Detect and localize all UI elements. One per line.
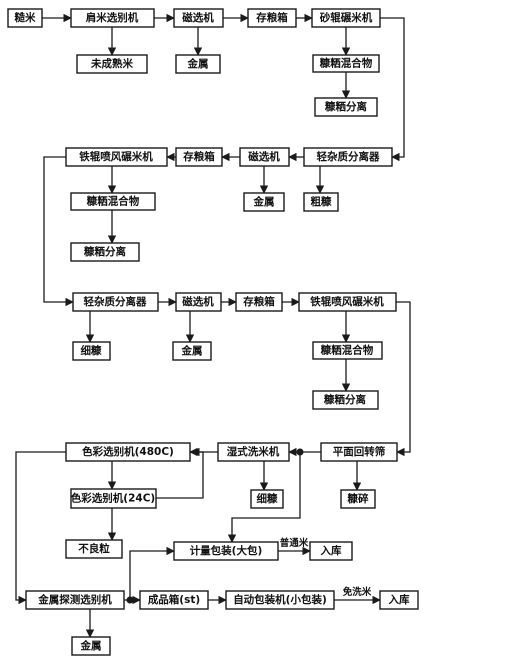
svg-text:不良粒: 不良粒	[78, 542, 110, 555]
svg-text:轻杂质分离器: 轻杂质分离器	[317, 150, 380, 163]
node-storage-bin-1: 存粮箱	[247, 8, 297, 28]
svg-text:入库: 入库	[389, 593, 410, 606]
svg-text:存粮箱: 存粮箱	[243, 295, 275, 308]
process-nodes: 糙米 肩米选别机 未成熟米 磁选机 金属 存粮箱 砂辊碾米机 糠粞混合物 糠粞分…	[7, 8, 419, 656]
node-bran-mixture-1: 糠粞混合物	[312, 54, 380, 73]
node-weigh-pack-large: 计量包装(大包)	[173, 541, 279, 561]
svg-text:自动包装机(小包装): 自动包装机(小包装)	[233, 593, 327, 606]
node-storage-bin-3: 存粮箱	[235, 292, 283, 312]
node-fine-bran-2: 细糠	[250, 489, 284, 509]
svg-text:细糠: 细糠	[257, 492, 278, 505]
label-normal-rice: 普通米	[280, 537, 309, 549]
svg-text:糠粞混合物: 糠粞混合物	[86, 195, 140, 208]
node-warehouse-1: 入库	[309, 541, 353, 561]
svg-text:色彩选别机(480C): 色彩选别机(480C)	[82, 445, 174, 458]
node-immature-rice: 未成熟米	[76, 54, 148, 74]
svg-text:金属: 金属	[181, 344, 203, 357]
svg-text:金属: 金属	[80, 639, 102, 652]
node-fine-bran-1: 细糠	[72, 341, 111, 361]
node-bran-mixture-2: 糠粞混合物	[70, 192, 156, 211]
svg-text:轻杂质分离器: 轻杂质分离器	[84, 295, 147, 308]
node-iron-roller-mill-2: 铁辊喷风碾米机	[298, 292, 397, 312]
svg-text:平面回转筛: 平面回转筛	[333, 445, 386, 458]
svg-text:湿式洗米机: 湿式洗米机	[227, 445, 280, 458]
junction-row5	[126, 596, 134, 604]
svg-text:粗糠: 粗糠	[311, 195, 332, 208]
edge-n15-n18	[43, 156, 74, 307]
node-sand-roller-mill: 砂辊碾米机	[311, 8, 381, 28]
node-wet-rice-washer: 湿式洗米机	[217, 442, 290, 462]
node-magnetic-separator-2: 磁选机	[239, 147, 290, 167]
node-coarse-bran: 粗糠	[303, 192, 339, 212]
node-iron-roller-mill-1: 铁辊喷风碾米机	[65, 147, 168, 167]
node-finished-product-bin: 成品箱(st)	[139, 590, 209, 610]
node-bran-separation-1: 糠粞分离	[314, 97, 378, 117]
svg-text:细糠: 细糠	[81, 344, 102, 357]
node-bran-separation-3: 糠粞分离	[312, 390, 379, 410]
node-warehouse-2: 入库	[379, 590, 419, 610]
svg-text:糠粞混合物: 糠粞混合物	[319, 57, 373, 70]
node-metal-2: 金属	[243, 192, 285, 212]
flow-junctions	[126, 448, 304, 604]
svg-text:糠粞分离: 糠粞分离	[323, 393, 366, 406]
node-metal-3: 金属	[172, 341, 212, 361]
svg-text:金属: 金属	[253, 195, 275, 208]
svg-text:糠粞分离: 糠粞分离	[83, 245, 126, 258]
svg-text:成品箱(st): 成品箱(st)	[148, 593, 200, 606]
node-light-impurity-separator-2: 轻杂质分离器	[72, 292, 159, 312]
node-magnetic-separator-1: 磁选机	[173, 8, 224, 28]
svg-text:糠粞分离: 糠粞分离	[324, 100, 367, 113]
junction-row4	[296, 448, 304, 456]
svg-text:金属探测选别机: 金属探测选别机	[37, 593, 112, 606]
node-metal-4: 金属	[71, 636, 111, 656]
svg-text:磁选机: 磁选机	[182, 295, 214, 308]
node-plane-rotary-sieve: 平面回转筛	[320, 442, 398, 462]
connector-labels: 普通米 免洗米	[280, 537, 372, 598]
node-magnetic-separator-3: 磁选机	[175, 292, 222, 312]
node-defective-grains: 不良粒	[65, 539, 123, 559]
edge-n31-n30-return	[156, 447, 204, 499]
svg-text:计量包装(大包): 计量包装(大包)	[190, 544, 263, 557]
node-brown-rice: 糙米	[7, 8, 43, 28]
svg-text:未成熟米: 未成熟米	[90, 57, 133, 70]
node-bran-mixture-3: 糠粞混合物	[312, 341, 383, 360]
node-auto-pack-small: 自动包装机(小包装)	[225, 590, 335, 610]
svg-text:入库: 入库	[321, 544, 342, 557]
edge-n23-n26	[396, 301, 411, 457]
label-wash-free-rice: 免洗米	[343, 586, 372, 598]
svg-text:存粮箱: 存粮箱	[183, 150, 215, 163]
svg-text:铁辊喷风碾米机: 铁辊喷风碾米机	[310, 295, 384, 308]
edge-n30-n35	[15, 451, 66, 605]
svg-text:磁选机: 磁选机	[248, 150, 280, 163]
svg-text:铁辊喷风碾米机: 铁辊喷风碾米机	[79, 150, 153, 163]
svg-text:磁选机: 磁选机	[182, 11, 214, 24]
svg-text:色彩选别机(24C): 色彩选别机(24C)	[71, 492, 155, 505]
svg-text:肩米选别机: 肩米选别机	[86, 11, 139, 24]
node-storage-bin-2: 存粮箱	[175, 147, 223, 167]
flow-connectors	[15, 13, 411, 638]
node-metal-detector-sorter: 金属探测选别机	[25, 590, 125, 610]
node-broken-bran: 糠碎	[340, 489, 376, 509]
node-bran-separation-2: 糠粞分离	[70, 242, 140, 262]
edge-junction-n33	[227, 452, 301, 543]
svg-text:存粮箱: 存粮箱	[256, 11, 288, 24]
svg-text:砂辊碾米机: 砂辊碾米机	[319, 11, 373, 24]
svg-text:糠碎: 糠碎	[347, 492, 369, 505]
node-color-sorter-480c: 色彩选别机(480C)	[65, 442, 191, 462]
node-light-impurity-separator-1: 轻杂质分离器	[303, 147, 393, 167]
svg-text:糠粞混合物: 糠粞混合物	[320, 344, 374, 357]
node-color-sorter-24c: 色彩选别机(24C)	[70, 488, 157, 509]
node-shoulder-rice-sorter: 肩米选别机	[70, 8, 155, 28]
edge-n7-n10	[380, 17, 405, 162]
edge-junction-n33-lower	[129, 546, 175, 600]
svg-text:金属: 金属	[187, 57, 209, 70]
svg-text:糙米: 糙米	[15, 11, 36, 24]
node-metal-1: 金属	[175, 54, 221, 74]
